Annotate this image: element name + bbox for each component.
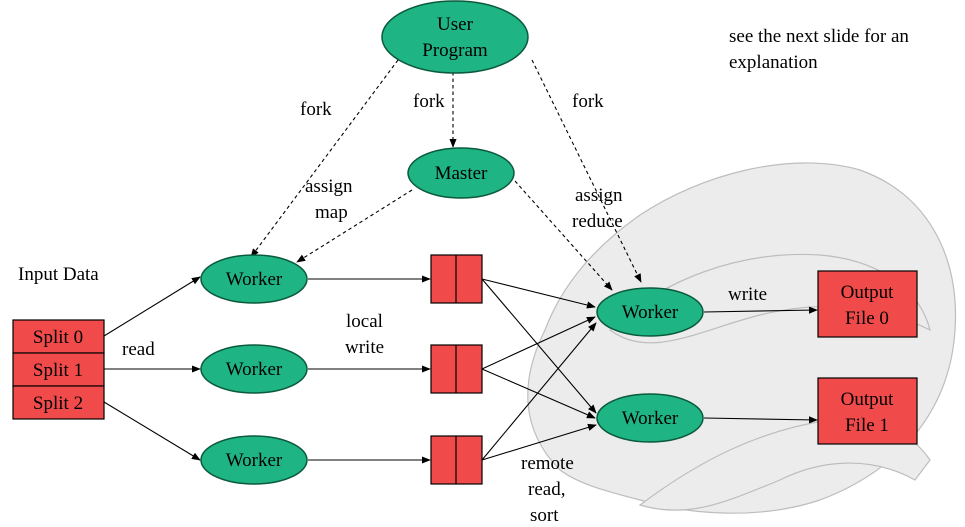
map-worker-3: Worker [200, 435, 308, 485]
split-1-label: Split 1 [33, 360, 83, 381]
intermediate-file-1 [430, 254, 483, 304]
output-file-0: Output File 0 [817, 270, 918, 338]
split-0-box [12, 319, 105, 354]
connectors [103, 59, 818, 464]
output-file-1: Output File 1 [817, 377, 918, 445]
split-1-box [12, 352, 105, 387]
write-label: write [728, 284, 767, 305]
user-program-label-line2: Program [422, 40, 488, 61]
write-edge-1 [703, 416, 818, 424]
write-edge-0 [703, 306, 818, 314]
local-write-label-line1: local [346, 311, 383, 332]
user-program-node: User Program [381, 0, 529, 74]
assign-reduce-label-line1: assign [575, 185, 623, 206]
input-data-label: Input Data [18, 264, 99, 285]
remote-read-edge-2b [481, 368, 596, 419]
input-splits: Split 0 Split 1 Split 2 [12, 319, 105, 420]
fork-label-left: fork [300, 99, 332, 120]
fork-edge-worker-1 [250, 59, 399, 258]
remote-read-label-line3: sort [530, 505, 559, 526]
read-edge-1 [103, 276, 201, 337]
map-worker-3-label: Worker [226, 450, 283, 471]
master-node: Master [407, 147, 515, 199]
map-worker-1: Worker [200, 254, 308, 304]
read-label: read [122, 339, 155, 360]
assign-map-label-line1: assign [305, 176, 353, 197]
reduce-worker-2-label: Worker [622, 408, 679, 429]
fork-label-center: fork [413, 91, 445, 112]
remote-read-edge-3a [481, 322, 597, 461]
split-0-label: Split 0 [33, 327, 83, 348]
output-file-0-line1: Output [841, 282, 895, 303]
assign-map-label-line2: map [315, 202, 348, 223]
map-worker-2: Worker [200, 344, 308, 394]
split-2-box [12, 385, 105, 420]
master-label: Master [435, 163, 488, 184]
output-file-1-line1: Output [841, 389, 895, 410]
map-worker-2-label: Worker [226, 359, 283, 380]
remote-read-edge-1a [481, 278, 596, 309]
assign-reduce-edge [514, 180, 613, 291]
reduce-worker-2: Worker [596, 393, 704, 443]
output-file-1-line2: File 1 [845, 415, 889, 436]
assign-map-edge [296, 189, 413, 263]
intermediate-file-3 [430, 435, 483, 485]
remote-read-edge-2a [481, 316, 596, 370]
local-write-label-line2: write [345, 337, 384, 358]
remote-read-edge-1b [481, 278, 597, 414]
map-worker-1-label: Worker [226, 269, 283, 290]
reduce-worker-1: Worker [596, 287, 704, 337]
intermediate-file-2 [430, 344, 483, 394]
remote-read-label-line2: read, [528, 479, 565, 500]
note-line1: see the next slide for an [729, 26, 909, 47]
user-program-label-line1: User [437, 14, 474, 35]
note-line2: explanation [729, 52, 818, 73]
assign-reduce-label-line2: reduce [572, 211, 623, 232]
remote-read-edge-3b [481, 423, 597, 461]
output-file-0-line2: File 0 [845, 308, 889, 329]
split-2-label: Split 2 [33, 393, 83, 414]
remote-read-label-line1: remote [521, 453, 574, 474]
reduce-worker-1-label: Worker [622, 302, 679, 323]
read-edge-3 [103, 401, 201, 461]
fork-label-right: fork [572, 91, 604, 112]
fork-edge-reduce-worker-1 [531, 59, 642, 283]
